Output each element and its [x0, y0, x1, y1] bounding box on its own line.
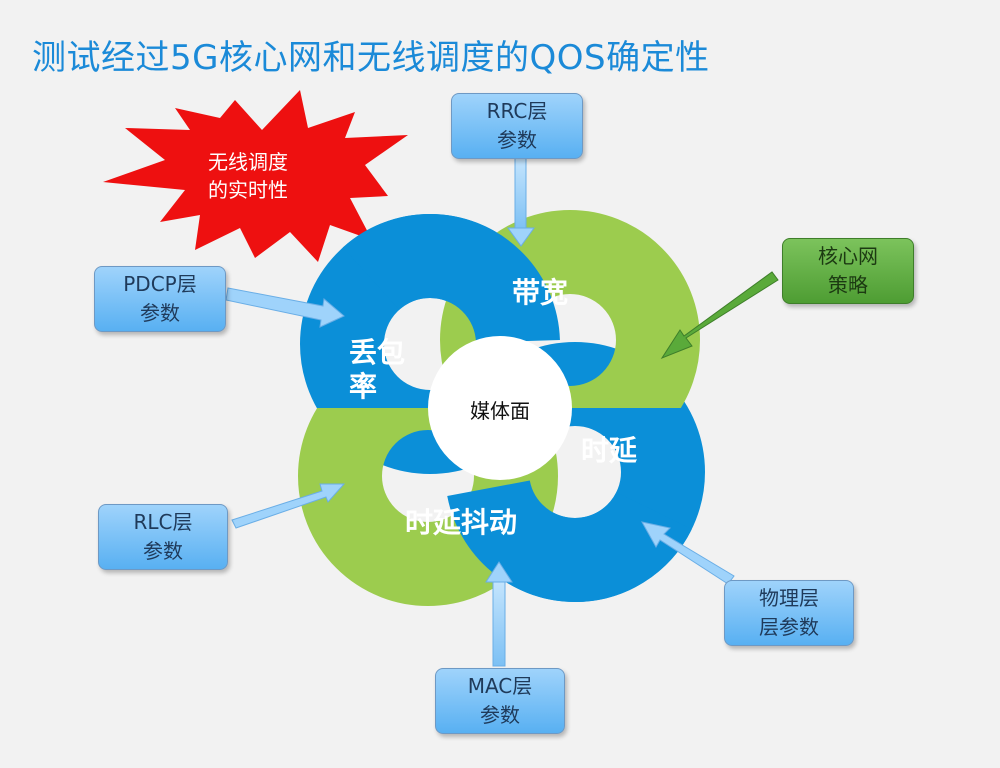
bandwidth-label: 带宽: [511, 276, 568, 309]
phy-param-box[interactable]: 物理层 层参数: [724, 580, 854, 646]
mac-line-1: MAC层: [467, 674, 533, 698]
arrow-mac: [485, 561, 513, 667]
arrow-pdcp: [225, 287, 345, 328]
arrow-phy: [641, 521, 735, 585]
rrc-param-box[interactable]: RRC层 参数: [451, 93, 583, 159]
core-line-1: 核心网: [818, 244, 878, 268]
phy-line-2: 层参数: [759, 615, 819, 639]
blue-ring-lower: [445, 408, 705, 602]
latency-label: 时延: [580, 434, 637, 467]
pdcp-param-box[interactable]: PDCP层 参数: [94, 266, 226, 332]
pdcp-line-2: 参数: [140, 301, 180, 325]
packet-loss-label: 丢包 率: [345, 336, 409, 404]
jitter-label: 时延抖动: [404, 506, 517, 539]
phy-line-1: 物理层: [759, 586, 819, 610]
rlc-param-box[interactable]: RLC层 参数: [98, 504, 228, 570]
mac-line-2: 参数: [480, 703, 520, 727]
packet-loss-line-2: 率: [349, 370, 378, 403]
blue-ring-upper: [300, 214, 560, 408]
rlc-line-2: 参数: [143, 539, 183, 563]
burst-line-2: 的实时性: [208, 178, 288, 202]
starburst-shape: [103, 90, 408, 262]
pdcp-line-1: PDCP层: [123, 272, 197, 296]
core-line-2: 策略: [828, 273, 868, 297]
rrc-line-1: RRC层: [486, 99, 548, 123]
burst-line-1: 无线调度: [208, 150, 288, 174]
rrc-line-2: 参数: [497, 128, 537, 152]
arrow-rrc: [507, 157, 535, 247]
core-policy-box[interactable]: 核心网 策略: [782, 238, 914, 304]
media-plane-label: 媒体面: [470, 399, 530, 423]
page-title: 测试经过5G核心网和无线调度的QOS确定性: [32, 38, 710, 78]
rlc-line-1: RLC层: [133, 510, 193, 534]
realtime-scheduling-label: 无线调度 的实时性: [182, 148, 314, 204]
center-circle: [428, 336, 572, 480]
packet-loss-line-1: 丢包: [348, 336, 405, 369]
arrow-rlc: [231, 483, 346, 529]
arrow-core: [660, 271, 779, 360]
mac-param-box[interactable]: MAC层 参数: [435, 668, 565, 734]
